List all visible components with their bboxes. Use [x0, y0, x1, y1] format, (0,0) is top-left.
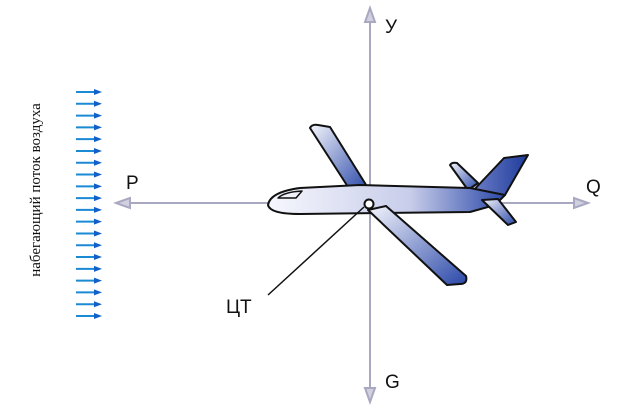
- airflow-arrow: [76, 89, 102, 95]
- airflow-arrow: [76, 183, 102, 190]
- lower-wing: [367, 205, 468, 286]
- arrow-right-icon: [573, 196, 591, 210]
- airflow-arrow: [76, 112, 102, 119]
- cg-leader-line: [267, 206, 365, 296]
- upper-wing: [309, 123, 369, 191]
- airflow-arrow: [76, 277, 102, 284]
- airflow-arrow: [76, 289, 102, 296]
- airflow-arrow: [76, 265, 102, 272]
- flow-label: набегающий поток воздуха: [28, 103, 44, 277]
- airflow-arrow: [76, 206, 102, 213]
- airflow-arrow: [76, 159, 102, 166]
- airflow-arrow: [76, 136, 102, 143]
- lower-stabilizer: [481, 198, 517, 226]
- airflow-arrow: [76, 195, 102, 202]
- cg-label: ЦТ: [226, 297, 252, 318]
- airflow-arrow: [76, 171, 102, 178]
- center-of-gravity-marker: [363, 198, 375, 210]
- airflow-arrows: [76, 89, 102, 319]
- airplane: [267, 123, 529, 286]
- airflow-arrow: [76, 147, 102, 154]
- airflow-arrow: [76, 242, 102, 249]
- p-axis-label: P: [126, 173, 139, 194]
- airflow-arrow: [76, 218, 102, 225]
- y-axis-label: У: [385, 17, 398, 38]
- airflow-arrow: [76, 100, 102, 107]
- airflow-arrow: [76, 230, 102, 237]
- airflow-arrow: [76, 254, 102, 261]
- g-axis-label: G: [385, 372, 400, 393]
- arrow-up-icon: [363, 5, 377, 23]
- airflow-arrow: [76, 313, 102, 319]
- airflow-arrow: [76, 301, 102, 308]
- arrow-left-icon: [113, 196, 131, 210]
- airflow-arrow: [76, 124, 102, 131]
- cockpit-window: [277, 190, 303, 199]
- arrow-down-icon: [363, 387, 377, 405]
- q-axis-label: Q: [586, 177, 601, 198]
- upper-stabilizer: [449, 161, 479, 191]
